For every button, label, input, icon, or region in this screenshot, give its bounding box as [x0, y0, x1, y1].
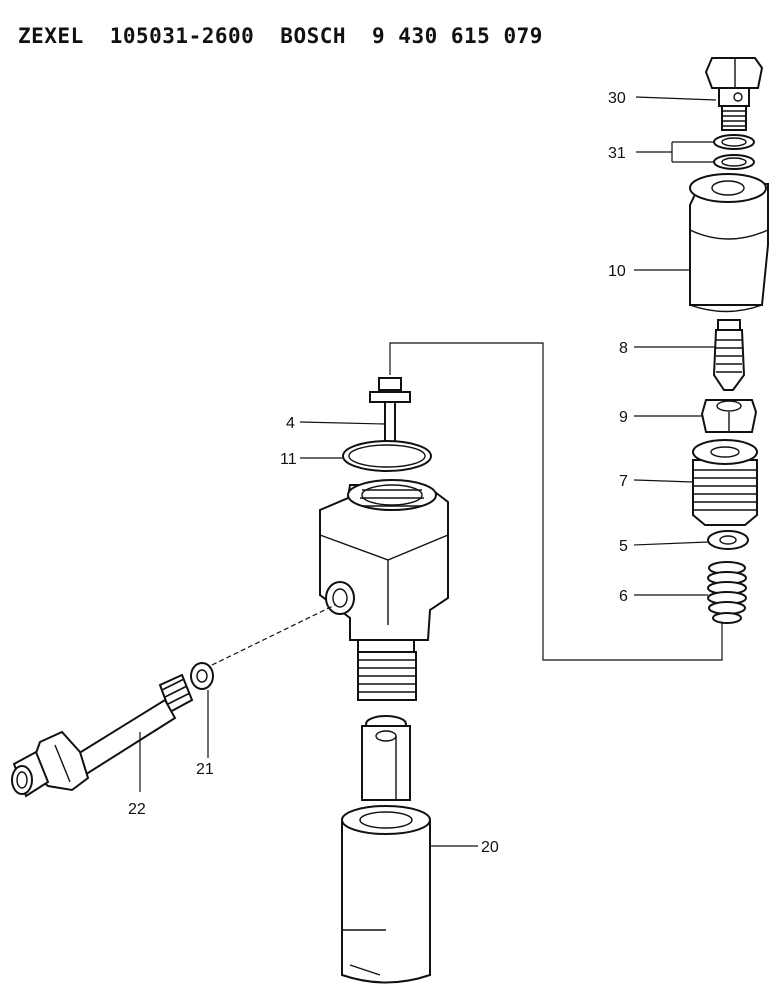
- label-8: 8: [619, 340, 628, 357]
- part-21-washer: [190, 662, 214, 690]
- bosch-part-number: 9 430 615 079: [372, 24, 543, 48]
- alignment-line: [211, 604, 336, 666]
- zexel-part-number: 105031-2600: [109, 24, 255, 48]
- main-housing: [319, 479, 449, 701]
- brand-bosch: BOSCH: [280, 24, 347, 48]
- label-5: 5: [619, 538, 628, 555]
- part-20-cylinder: [341, 805, 431, 984]
- label-21: 21: [196, 761, 214, 778]
- part-11-o-ring: [342, 440, 432, 472]
- part-5-washer: [707, 530, 749, 550]
- part-8-fitting: [712, 319, 746, 391]
- part-31-gaskets: [713, 134, 755, 170]
- label-7: 7: [619, 473, 628, 490]
- label-10: 10: [608, 263, 626, 280]
- label-6: 6: [619, 588, 628, 605]
- part-10-cap-nut: [689, 173, 769, 313]
- label-31: 31: [608, 145, 626, 162]
- diagram-header: ZEXEL 105031-2600 BOSCH 9 430 615 079: [18, 24, 569, 48]
- part-9-nut: [700, 399, 758, 433]
- brand-zexel: ZEXEL: [18, 24, 84, 48]
- label-leaders: [139, 96, 717, 847]
- part-30-bolt: [704, 57, 764, 131]
- part-6-spring: [707, 561, 747, 624]
- label-20: 20: [481, 839, 499, 856]
- label-30: 30: [608, 90, 626, 107]
- sleeve-piece: [361, 715, 411, 801]
- label-9: 9: [619, 409, 628, 426]
- assembly-connector-line: [389, 342, 723, 661]
- label-11: 11: [280, 451, 297, 468]
- label-22: 22: [128, 801, 146, 818]
- part-22-connector: [11, 673, 194, 798]
- label-4: 4: [286, 415, 295, 432]
- part-7-threaded-body: [692, 439, 758, 526]
